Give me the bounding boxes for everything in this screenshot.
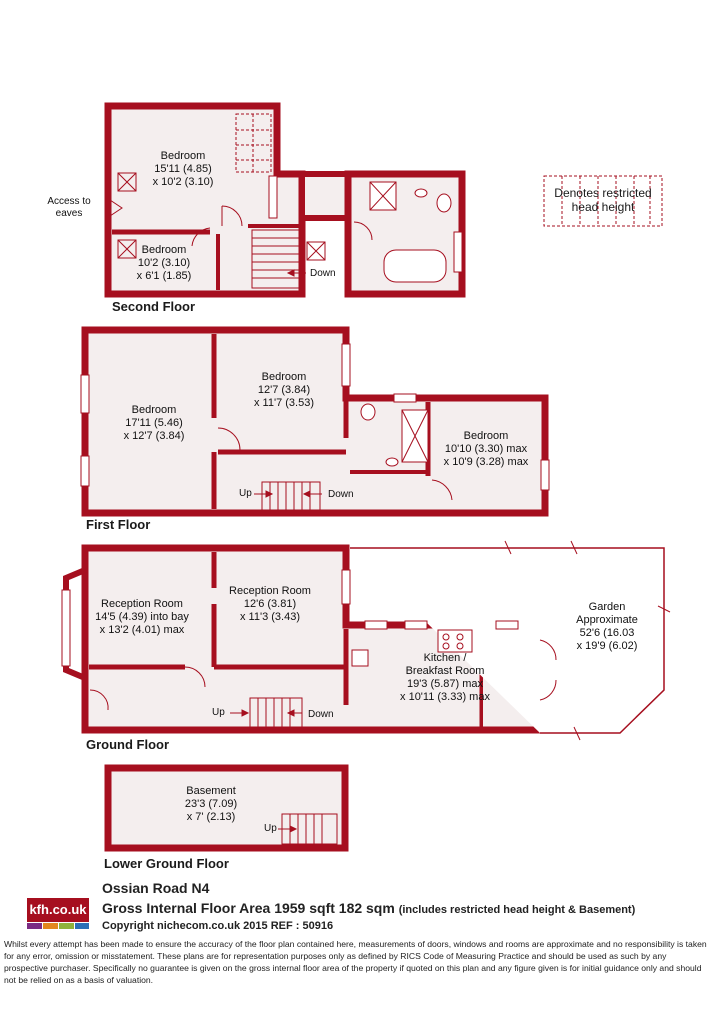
second-floor-down-label: Down (310, 268, 336, 279)
room-name: Bedroom (131, 404, 177, 416)
logo-bar-orange (43, 923, 58, 929)
room-name: Reception Room (229, 585, 311, 597)
room-dimension: 14'5 (4.39) into bay (95, 611, 189, 623)
room-dimension: x 12'7 (3.84) (123, 430, 185, 442)
logo-bar-purple (27, 923, 42, 929)
room-dimension: x 10'2 (3.10) (152, 176, 214, 188)
first-floor-up-label: Up (239, 488, 252, 499)
garden-label: Garden Approximate 52'6 (16.03 x 19'9 (6… (562, 601, 652, 653)
room-dimension: 15'11 (4.85) (154, 163, 212, 175)
first-floor-bedroom-2: Bedroom 12'7 (3.84) x 11'7 (3.53) (234, 371, 334, 410)
first-floor-bedroom-3: Bedroom 10'10 (3.30) max x 10'9 (3.28) m… (432, 430, 540, 469)
kfh-logo: kfh.co.uk (27, 898, 89, 930)
room-dimension: x 10'11 (3.33) max (400, 691, 490, 703)
room-dimension: 19'3 (5.87) max (406, 678, 484, 690)
room-dimension: x 10'9 (3.28) max (443, 456, 529, 468)
gia-value: Gross Internal Floor Area 1959 sqft 182 … (102, 900, 395, 916)
logo-text: kfh.co.uk (27, 898, 89, 922)
access-to-eaves-label: Access to eaves (47, 196, 91, 219)
room-dimension: 17'11 (5.46) (125, 417, 183, 429)
lower-floor-up-label: Up (264, 823, 277, 834)
room-name: Bedroom (141, 244, 187, 256)
garden-outline (350, 547, 665, 734)
room-name: Bedroom (160, 150, 206, 162)
second-floor-plan (104, 102, 466, 298)
ground-floor-title: Ground Floor (86, 737, 170, 752)
room-dimension: 12'7 (3.84) (257, 384, 311, 396)
room-dimension: 23'3 (7.09) (184, 798, 238, 810)
room-dimension: x 11'7 (3.53) (254, 397, 314, 409)
room-dimension: x 13'2 (4.01) max (99, 624, 185, 636)
basement-label: Basement 23'3 (7.09) x 7' (2.13) (166, 785, 256, 824)
room-dimension: x 7' (2.13) (186, 811, 236, 823)
room-name: Approximate (576, 614, 638, 626)
first-floor-plan (81, 326, 549, 517)
ground-floor-down-label: Down (308, 709, 334, 720)
copyright-line: Copyright nichecom.co.uk 2015 REF : 5091… (102, 920, 334, 932)
room-name: Reception Room (101, 598, 183, 610)
legend-box (543, 175, 663, 227)
legend-text: Denotes restricted head height (554, 186, 652, 214)
first-floor-bedroom-1: Bedroom 17'11 (5.46) x 12'7 (3.84) (104, 404, 204, 443)
logo-bar-green (59, 923, 74, 929)
room-dimension: x 11'3 (3.43) (240, 611, 300, 623)
first-floor-title: First Floor (86, 517, 151, 532)
disclaimer-text: Whilst every attempt has been made to en… (4, 939, 707, 985)
room-name: Bedroom (463, 430, 509, 442)
room-dimension: 52'6 (16.03 (579, 627, 635, 639)
room-dimension: x 19'9 (6.02) (576, 640, 638, 652)
second-floor-bedroom-2: Bedroom 10'2 (3.10) x 6'1 (1.85) (122, 244, 206, 283)
ground-floor-reception-2: Reception Room 12'6 (3.81) x 11'3 (3.43) (220, 585, 320, 624)
second-floor-bedroom-1: Bedroom 15'11 (4.85) x 10'2 (3.10) (138, 150, 228, 189)
room-dimension: 10'2 (3.10) (137, 257, 191, 269)
room-name: Bedroom (261, 371, 307, 383)
logo-bar-blue (75, 923, 89, 929)
first-floor-down-label: Down (328, 489, 354, 500)
restricted-head-height-legend: Denotes restricted head height (544, 176, 662, 226)
property-address: Ossian Road N4 (102, 880, 210, 896)
gia-note: (includes restricted head height & Basem… (398, 904, 636, 916)
room-name: Kitchen / (423, 652, 467, 664)
room-name: Garden (588, 601, 626, 613)
ground-floor-kitchen: Kitchen / Breakfast Room 19'3 (5.87) max… (384, 652, 506, 704)
second-floor-title: Second Floor (112, 299, 196, 314)
ground-floor-up-label: Up (212, 707, 225, 718)
room-dimension: x 6'1 (1.85) (136, 270, 192, 282)
room-dimension: 10'10 (3.30) max (444, 443, 528, 455)
ground-floor-reception-1: Reception Room 14'5 (4.39) into bay x 13… (82, 598, 202, 637)
room-name: Basement (186, 785, 236, 797)
room-name: Breakfast Room (405, 665, 485, 677)
lower-ground-floor-title: Lower Ground Floor (104, 856, 229, 871)
room-dimension: 12'6 (3.81) (243, 598, 297, 610)
gross-internal-area: Gross Internal Floor Area 1959 sqft 182 … (102, 900, 635, 916)
